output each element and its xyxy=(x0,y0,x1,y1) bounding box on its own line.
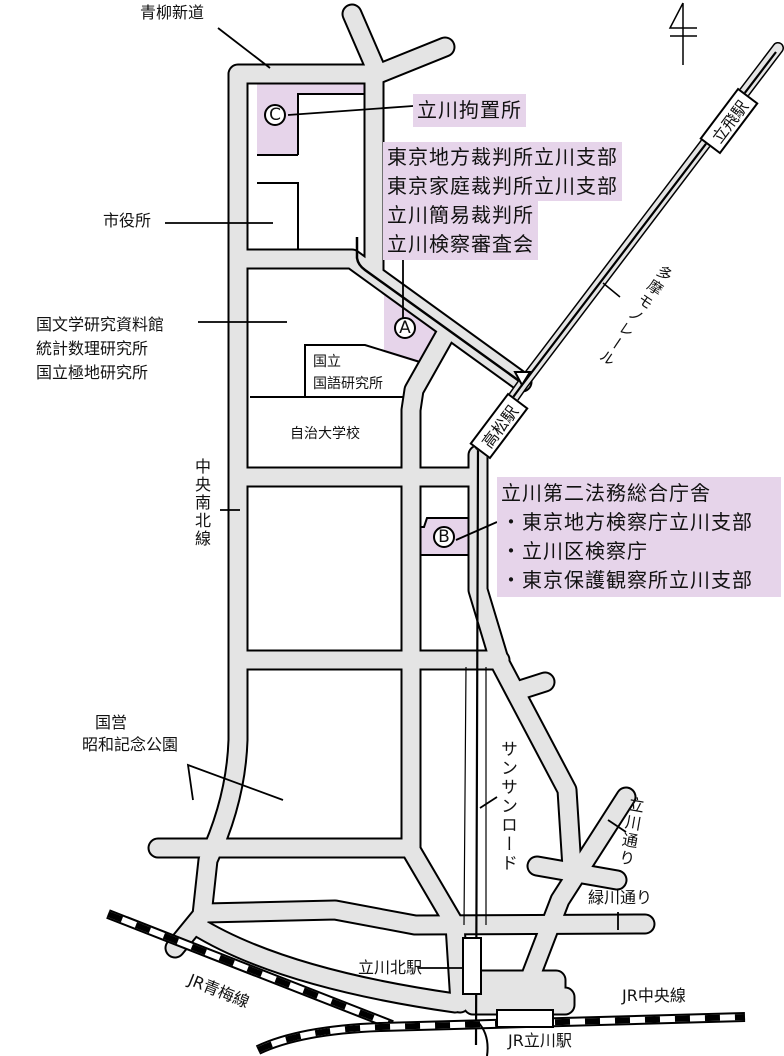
facility-b-title: 立川第二法務総合庁舎 xyxy=(501,481,711,505)
leader-b xyxy=(455,521,498,541)
label-aoyagi-shindo: 青柳新道 xyxy=(140,3,205,22)
block-c-highlight xyxy=(257,84,367,155)
facility-b-item: ・東京保護観察所立川支部 xyxy=(501,568,753,592)
marker-a[interactable]: A xyxy=(394,317,416,339)
leader-park xyxy=(186,763,284,801)
sunsun-road-lines xyxy=(463,666,487,926)
label-kokugo: 国立 国語研究所 xyxy=(313,351,383,395)
facility-c-label: 立川拘置所 xyxy=(413,94,526,127)
facility-b-item: ・東京地方検察庁立川支部 xyxy=(501,510,753,534)
leader-aoyagi xyxy=(217,27,271,69)
facility-a-label: 東京地方裁判所立川支部東京家庭裁判所立川支部 立川簡易裁判所立川検察審査会 xyxy=(383,142,622,260)
label-showa-park: 国営 昭和記念公園 xyxy=(82,712,178,756)
institute-name: 統計数理研究所 xyxy=(36,339,149,358)
jr-ome-line-track xyxy=(106,909,394,1030)
jr-chuo-line-track xyxy=(255,1012,746,1056)
label-institutes: 国文学研究資料館 統計数理研究所 国立極地研究所 xyxy=(36,313,164,385)
facility-a-line: 東京家庭裁判所立川支部 xyxy=(387,174,618,198)
facility-a-line: 東京地方裁判所立川支部 xyxy=(387,145,618,169)
label-jr-tachikawa-station: JR立川駅 xyxy=(508,1031,572,1050)
facility-a-line: 立川簡易裁判所 xyxy=(387,203,534,227)
label-tachikawa-kita-station: 立川北駅 xyxy=(358,958,423,977)
label-sunsun-road: サンサンロード xyxy=(497,740,517,873)
park-line: 国営 xyxy=(95,713,128,732)
facility-b-label: 立川第二法務総合庁舎 ・東京地方検察庁立川支部 ・立川区検察庁 ・東京保護観察所… xyxy=(497,477,781,597)
leader-c xyxy=(287,105,414,116)
station-tachikawa-kita-box[interactable] xyxy=(462,937,482,995)
kokugo-line: 国語研究所 xyxy=(313,376,383,392)
institute-name: 国文学研究資料館 xyxy=(36,315,165,334)
label-city-hall: 市役所 xyxy=(103,211,152,230)
facility-a-line-1-wrap: 東京地方裁判所立川支部東京家庭裁判所立川支部 xyxy=(383,142,622,201)
facility-c-line: 立川拘置所 xyxy=(417,98,522,122)
block-c-outline xyxy=(257,93,367,250)
facility-a-line-3-wrap: 立川簡易裁判所立川検察審査会 xyxy=(383,201,538,260)
marker-b[interactable]: B xyxy=(433,526,455,548)
institute-name: 国立極地研究所 xyxy=(36,363,149,382)
label-midorikawa-dori: 緑川通り xyxy=(588,888,653,907)
kokugo-block-outline xyxy=(250,344,421,398)
leader-sunsun xyxy=(479,796,498,809)
label-chuo-nanboku-line: 中央南北線 xyxy=(192,458,211,548)
kokugo-line: 国立 xyxy=(313,354,341,370)
station-jr-tachikawa-box[interactable] xyxy=(496,1009,554,1028)
walkway-line xyxy=(355,237,523,385)
label-chuo-line: JR中央線 xyxy=(622,986,686,1005)
facility-a-line: 立川検察審査会 xyxy=(387,232,534,256)
park-line: 昭和記念公園 xyxy=(82,735,179,754)
label-jichi-college: 自治大学校 xyxy=(290,426,360,442)
facility-b-item: ・立川区検察庁 xyxy=(501,539,648,563)
marker-c[interactable]: C xyxy=(264,104,286,126)
leader-tachikawa-dori xyxy=(607,819,627,833)
north-arrow-icon xyxy=(668,2,697,65)
